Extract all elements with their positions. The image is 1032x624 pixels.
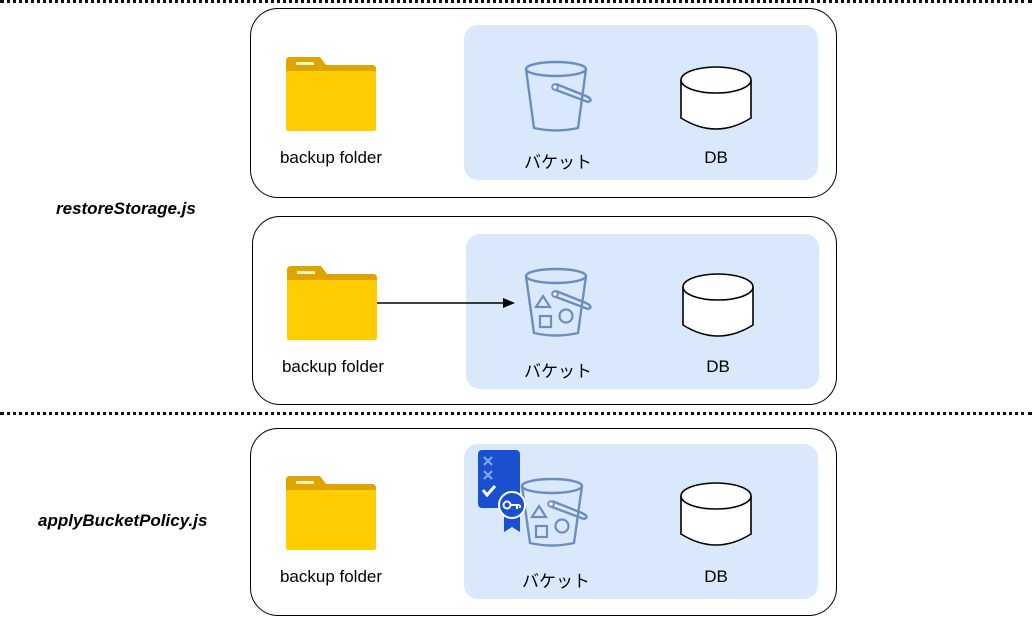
bucket-with-objects-icon: [520, 477, 588, 547]
database-icon: [680, 482, 752, 546]
folder-icon: [287, 266, 377, 340]
restore-script-label: restoreStorage.js: [56, 199, 196, 218]
folder-icon: [286, 57, 376, 131]
stage-2-bucket-caption: バケット: [524, 362, 592, 381]
stage-2-storage-zone: [466, 234, 819, 389]
stage-1-bucket-caption: バケット: [524, 153, 592, 172]
policy-script-label: applyBucketPolicy.js: [38, 511, 208, 530]
stage-3-db-caption: DB: [704, 567, 728, 586]
folder-icon: [286, 476, 376, 550]
top-divider: [0, 0, 1032, 3]
section-divider: [0, 412, 1032, 415]
stage-1-db-caption: DB: [704, 148, 728, 167]
database-icon: [680, 66, 752, 130]
stage-3-folder-caption: backup folder: [279, 567, 383, 586]
bucket-icon: [524, 60, 592, 132]
stage-3-bucket-caption: バケット: [522, 572, 590, 591]
stage-2-folder-caption: backup folder: [281, 357, 385, 376]
stage-1-folder-caption: backup folder: [279, 148, 383, 167]
stage-1-storage-zone: [464, 25, 818, 180]
database-icon: [682, 273, 754, 337]
stage-2-db-caption: DB: [706, 357, 730, 376]
bucket-policy-icon: [478, 450, 526, 532]
stage-3-storage-zone: [464, 444, 818, 599]
restore-arrow: [377, 298, 515, 308]
bucket-with-objects-icon: [524, 267, 592, 337]
